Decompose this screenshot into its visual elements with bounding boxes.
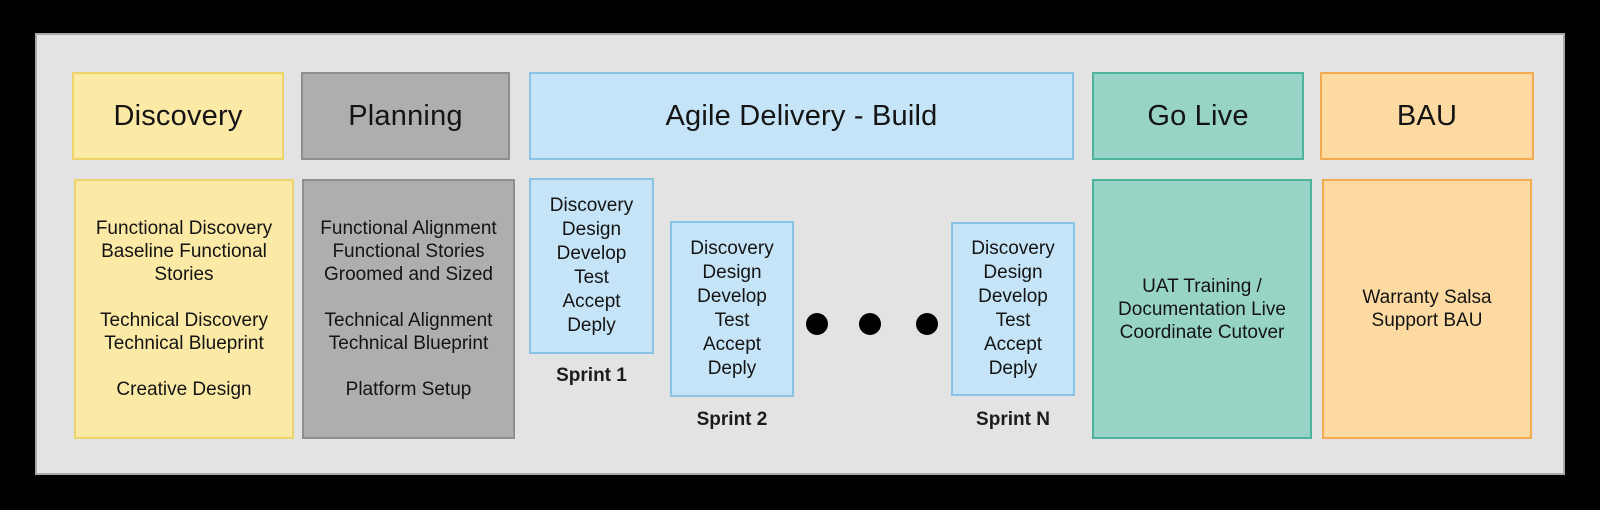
ellipsis-dot: [916, 313, 938, 335]
sprint-step: Test: [714, 310, 750, 331]
phase-detail-planning: Functional Alignment Functional Stories …: [302, 179, 515, 439]
detail-text-line: Functional Alignment: [320, 218, 497, 239]
sprint-n-label: Sprint N: [976, 409, 1050, 430]
detail-text-line: Platform Setup: [345, 379, 472, 400]
detail-text-line: Baseline Functional: [101, 241, 267, 262]
sprint-step: Develop: [697, 286, 767, 307]
sprint-1-label: Sprint 1: [556, 365, 627, 386]
sprint-step: Accept: [562, 291, 621, 312]
phase-header-discovery: Discovery: [72, 72, 284, 160]
sprint-2-box: Discovery Design Develop Test Accept Dep…: [670, 221, 794, 397]
phase-detail-discovery: Functional Discovery Baseline Functional…: [74, 179, 294, 439]
detail-text-line: Groomed and Sized: [324, 264, 493, 285]
sprint-1-box: Discovery Design Develop Test Accept Dep…: [529, 178, 654, 354]
sprint-2-label: Sprint 2: [696, 409, 768, 430]
ellipsis-dot: [859, 313, 881, 335]
sprint-step: Develop: [978, 286, 1048, 307]
sprint-step: Develop: [556, 243, 627, 264]
phase-detail-bau: Warranty Salsa Support BAU: [1322, 179, 1532, 439]
sprint-step: Test: [995, 310, 1031, 331]
phase-detail-go-live: UAT Training / Documentation Live Coordi…: [1092, 179, 1312, 439]
detail-text-line: [304, 286, 513, 309]
detail-text-line: Documentation Live: [1118, 298, 1286, 320]
sprint-step: Deply: [567, 315, 616, 336]
phase-header-go-live: Go Live: [1092, 72, 1304, 160]
ellipsis-dot: [806, 313, 828, 335]
detail-text-line: Technical Blueprint: [104, 333, 264, 354]
detail-text-line: Functional Discovery: [95, 218, 273, 239]
sprint-step: Design: [702, 262, 762, 283]
detail-text-line: UAT Training /: [1142, 275, 1262, 297]
phase-header-bau: BAU: [1320, 72, 1534, 160]
sprint-step: Discovery: [690, 238, 774, 259]
detail-text-line: [76, 286, 292, 309]
detail-text-line: Creative Design: [116, 379, 252, 400]
detail-text-line: Technical Alignment: [324, 310, 493, 331]
sprint-step: Design: [983, 262, 1043, 283]
phase-header-agile-delivery: Agile Delivery - Build: [529, 72, 1074, 160]
sprint-step: Deply: [988, 358, 1038, 379]
detail-text-line: Support BAU: [1371, 310, 1483, 331]
sprint-step: Discovery: [971, 238, 1055, 259]
sprint-n-box: Discovery Design Develop Test Accept Dep…: [951, 222, 1075, 396]
phase-header-planning: Planning: [301, 72, 510, 160]
detail-text-line: Coordinate Cutover: [1119, 321, 1285, 343]
sprint-step: Deply: [707, 358, 757, 379]
detail-text-line: Technical Blueprint: [328, 333, 489, 354]
sprint-step: Accept: [983, 334, 1043, 355]
detail-text-line: Technical Discovery: [100, 310, 268, 331]
detail-text-line: Warranty Salsa: [1362, 287, 1492, 308]
detail-text-line: [76, 355, 292, 378]
detail-text-line: Functional Stories: [332, 241, 485, 262]
detail-text-line: [304, 355, 513, 378]
sprint-step: Accept: [702, 334, 762, 355]
sprint-step: Discovery: [549, 195, 634, 216]
detail-text-line: Stories: [154, 264, 214, 285]
sprint-step: Design: [561, 219, 622, 240]
sprint-step: Test: [574, 267, 609, 288]
process-panel: Discovery Planning Agile Delivery - Buil…: [35, 33, 1565, 475]
